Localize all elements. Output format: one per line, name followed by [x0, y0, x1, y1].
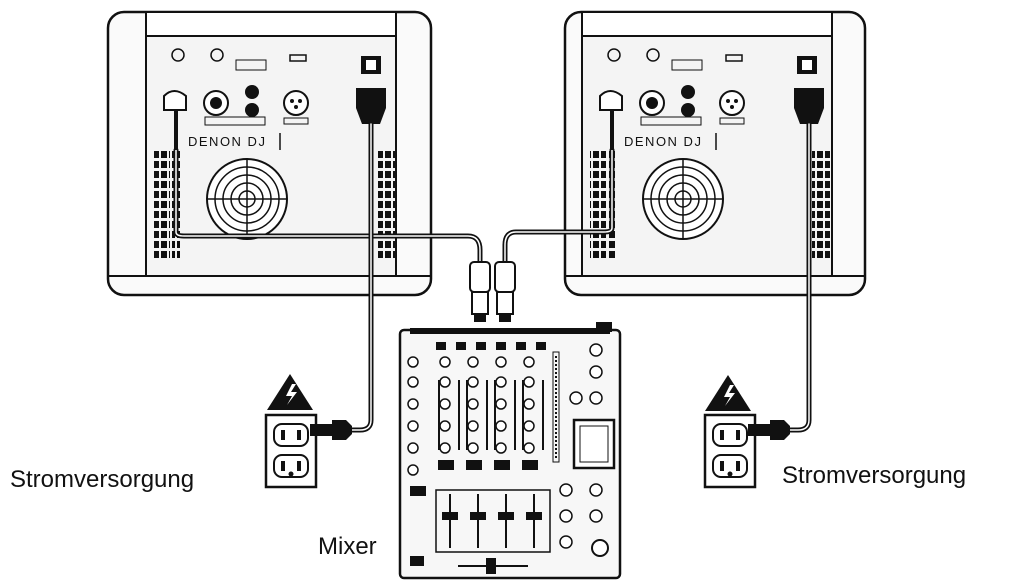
power-cables	[327, 121, 812, 433]
wall-outlet-right	[703, 375, 790, 489]
audio-cables-inner	[175, 150, 613, 262]
vent-grille-right-a	[590, 150, 606, 260]
speaker-left-brand: DENON DJ	[188, 134, 266, 149]
xlr-connectors	[469, 261, 516, 322]
mixer-faders	[435, 489, 551, 553]
power-supply-label-left: Stromversorgung	[10, 466, 195, 493]
mixer-crossfader	[458, 558, 528, 574]
wall-outlet-icon	[264, 413, 318, 489]
speaker-right: DENON DJ	[563, 10, 867, 297]
speaker-right-brand: DENON DJ	[624, 134, 702, 149]
mixer-display	[572, 418, 616, 470]
mixer-channel-strips	[407, 356, 535, 476]
mixer-label: Mixer	[318, 533, 377, 560]
fan-grille-icon	[206, 158, 288, 240]
high-voltage-warning-icon	[267, 374, 313, 410]
power-supply-label-right: Stromversorgung	[782, 462, 967, 489]
vent-grille-left-c	[378, 150, 396, 260]
wall-outlet-left	[264, 374, 352, 489]
fan-grille-icon	[642, 158, 724, 240]
wall-outlet-icon	[703, 413, 757, 489]
vent-grille-left-a	[154, 150, 170, 260]
speaker-left: DENON DJ	[106, 10, 433, 297]
vent-grille-right-c	[812, 150, 830, 260]
high-voltage-warning-icon	[705, 375, 751, 411]
mixer-device	[398, 322, 622, 580]
